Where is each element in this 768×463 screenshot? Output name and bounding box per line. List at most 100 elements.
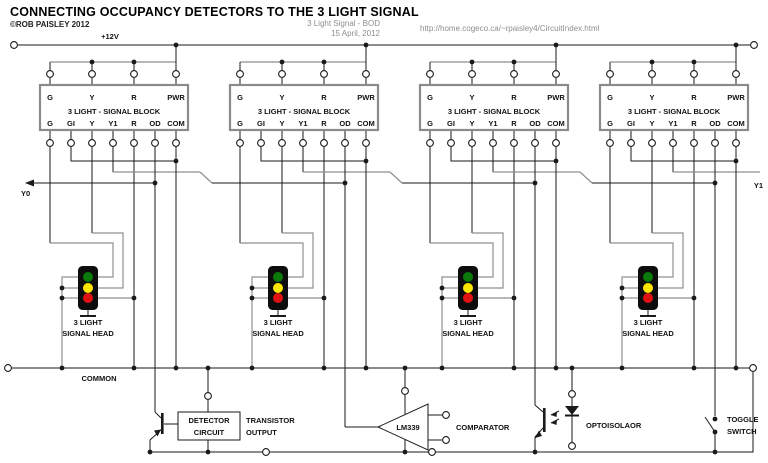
copyright-text: ©ROB PAISLEY 2012 bbox=[10, 20, 90, 29]
bottom-terminal-label: OD bbox=[149, 119, 161, 128]
signal-head-label: 3 LIGHT bbox=[634, 318, 663, 327]
led-triangle bbox=[565, 406, 579, 415]
detector-box-label: CIRCUIT bbox=[194, 428, 225, 437]
bottom-terminal-label: Y bbox=[649, 119, 654, 128]
wires-layer bbox=[26, 45, 760, 452]
junction-dot bbox=[402, 449, 408, 455]
wire bbox=[240, 242, 304, 278]
green-lamp bbox=[273, 272, 283, 282]
top-terminal bbox=[278, 70, 286, 78]
comparator-input-terminal bbox=[442, 436, 450, 444]
bottom-terminal-label: COM bbox=[167, 119, 185, 128]
site-url-text: http://home.cogeco.ca/~rpaisley4/Circuit… bbox=[420, 24, 600, 33]
red-lamp bbox=[463, 293, 473, 303]
junction-dot bbox=[619, 295, 625, 301]
top-terminal-label: PWR bbox=[727, 93, 745, 102]
top-terminal bbox=[320, 70, 328, 78]
switch-lever bbox=[704, 416, 716, 433]
junction-dot bbox=[712, 449, 718, 455]
junction-dot bbox=[249, 365, 255, 371]
junction-dot bbox=[532, 449, 538, 455]
bottom-terminal bbox=[669, 139, 677, 147]
bottom-terminal bbox=[606, 139, 614, 147]
bottom-terminal bbox=[711, 139, 719, 147]
top-terminal-label: PWR bbox=[547, 93, 565, 102]
top-terminal bbox=[88, 70, 96, 78]
power-rail-left-terminal bbox=[10, 41, 18, 49]
bottom-terminal bbox=[489, 139, 497, 147]
opto-led-terminal bbox=[568, 442, 576, 450]
switch-contact bbox=[712, 416, 718, 422]
left-arrow-icon bbox=[25, 179, 34, 187]
comparator-part-label: LM339 bbox=[396, 423, 419, 432]
bottom-terminal-label: Y1 bbox=[668, 119, 677, 128]
green-lamp bbox=[463, 272, 473, 282]
bottom-terminal bbox=[320, 139, 328, 147]
junction-dot bbox=[691, 295, 697, 301]
bottom-terminal-label: COM bbox=[727, 119, 745, 128]
bottom-terminal bbox=[88, 139, 96, 147]
bottom-terminal bbox=[236, 139, 244, 147]
power-rail-right-terminal bbox=[750, 41, 758, 49]
bottom-terminal-label: COM bbox=[357, 119, 375, 128]
junction-dot bbox=[511, 295, 517, 301]
bottom-terminal bbox=[468, 139, 476, 147]
bottom-terminal-label: G bbox=[47, 119, 53, 128]
top-terminal bbox=[172, 70, 180, 78]
top-terminal-label: Y bbox=[89, 93, 94, 102]
bottom-terminal-label: OD bbox=[529, 119, 541, 128]
bottom-terminal bbox=[531, 139, 539, 147]
junction-dot bbox=[439, 295, 445, 301]
common-rail-label: COMMON bbox=[82, 374, 117, 383]
bottom-terminal-label: Y bbox=[469, 119, 474, 128]
light-arrow-icon bbox=[551, 411, 557, 417]
common-rail-left-terminal bbox=[4, 364, 12, 372]
wire bbox=[430, 242, 494, 278]
junction-dot bbox=[619, 285, 625, 291]
junction-dot bbox=[553, 365, 559, 371]
top-terminal-label: R bbox=[511, 93, 517, 102]
junction-dot bbox=[691, 59, 697, 65]
opto-emitter-arrow bbox=[535, 430, 542, 438]
junction-dot bbox=[511, 365, 517, 371]
bottom-terminal-label: GI bbox=[67, 119, 75, 128]
top-terminal-label: G bbox=[237, 93, 243, 102]
junction-dot bbox=[131, 365, 137, 371]
switch-contact bbox=[712, 429, 718, 435]
wire bbox=[652, 232, 684, 289]
doc-name-text: 3 Light Signal - BOD bbox=[307, 19, 380, 28]
signal-block-title: 3 LIGHT - SIGNAL BLOCK bbox=[448, 107, 541, 116]
junction-dot bbox=[59, 285, 65, 291]
net-label-y1: Y1 bbox=[754, 181, 763, 190]
generated-circuit-layer: G Y R PWR 3 LIGHT - SIGNAL BLOCK G GI Y Y1 R OD COM… bbox=[25, 42, 760, 456]
junction-dot bbox=[173, 365, 179, 371]
bottom-terminal-label: G bbox=[607, 119, 613, 128]
wire bbox=[50, 242, 114, 278]
junction-dot bbox=[89, 59, 95, 65]
top-terminal bbox=[236, 70, 244, 78]
bottom-terminal bbox=[627, 139, 635, 147]
signal-block-box bbox=[598, 83, 750, 132]
junction-dot bbox=[553, 42, 559, 48]
head-common-wire bbox=[441, 276, 458, 368]
bottom-rail bbox=[150, 372, 754, 453]
top-terminal-label: R bbox=[691, 93, 697, 102]
junction-dot bbox=[439, 365, 445, 371]
bottom-terminal-label: G bbox=[427, 119, 433, 128]
signal-head-label: SIGNAL HEAD bbox=[622, 329, 674, 338]
top-terminal-label: G bbox=[607, 93, 613, 102]
signal-block-title: 3 LIGHT - SIGNAL BLOCK bbox=[258, 107, 351, 116]
red-lamp bbox=[83, 293, 93, 303]
head-common-wire bbox=[621, 276, 638, 368]
bottom-terminal bbox=[341, 139, 349, 147]
bottom-terminal bbox=[299, 139, 307, 147]
junction-dot bbox=[511, 59, 517, 65]
comparator-triangle bbox=[376, 403, 429, 451]
top-terminal-label: R bbox=[131, 93, 137, 102]
junction-dot bbox=[173, 42, 179, 48]
net-jog-wire bbox=[199, 171, 213, 184]
wire bbox=[472, 232, 504, 289]
yellow-lamp bbox=[273, 283, 283, 293]
bottom-terminal bbox=[67, 139, 75, 147]
